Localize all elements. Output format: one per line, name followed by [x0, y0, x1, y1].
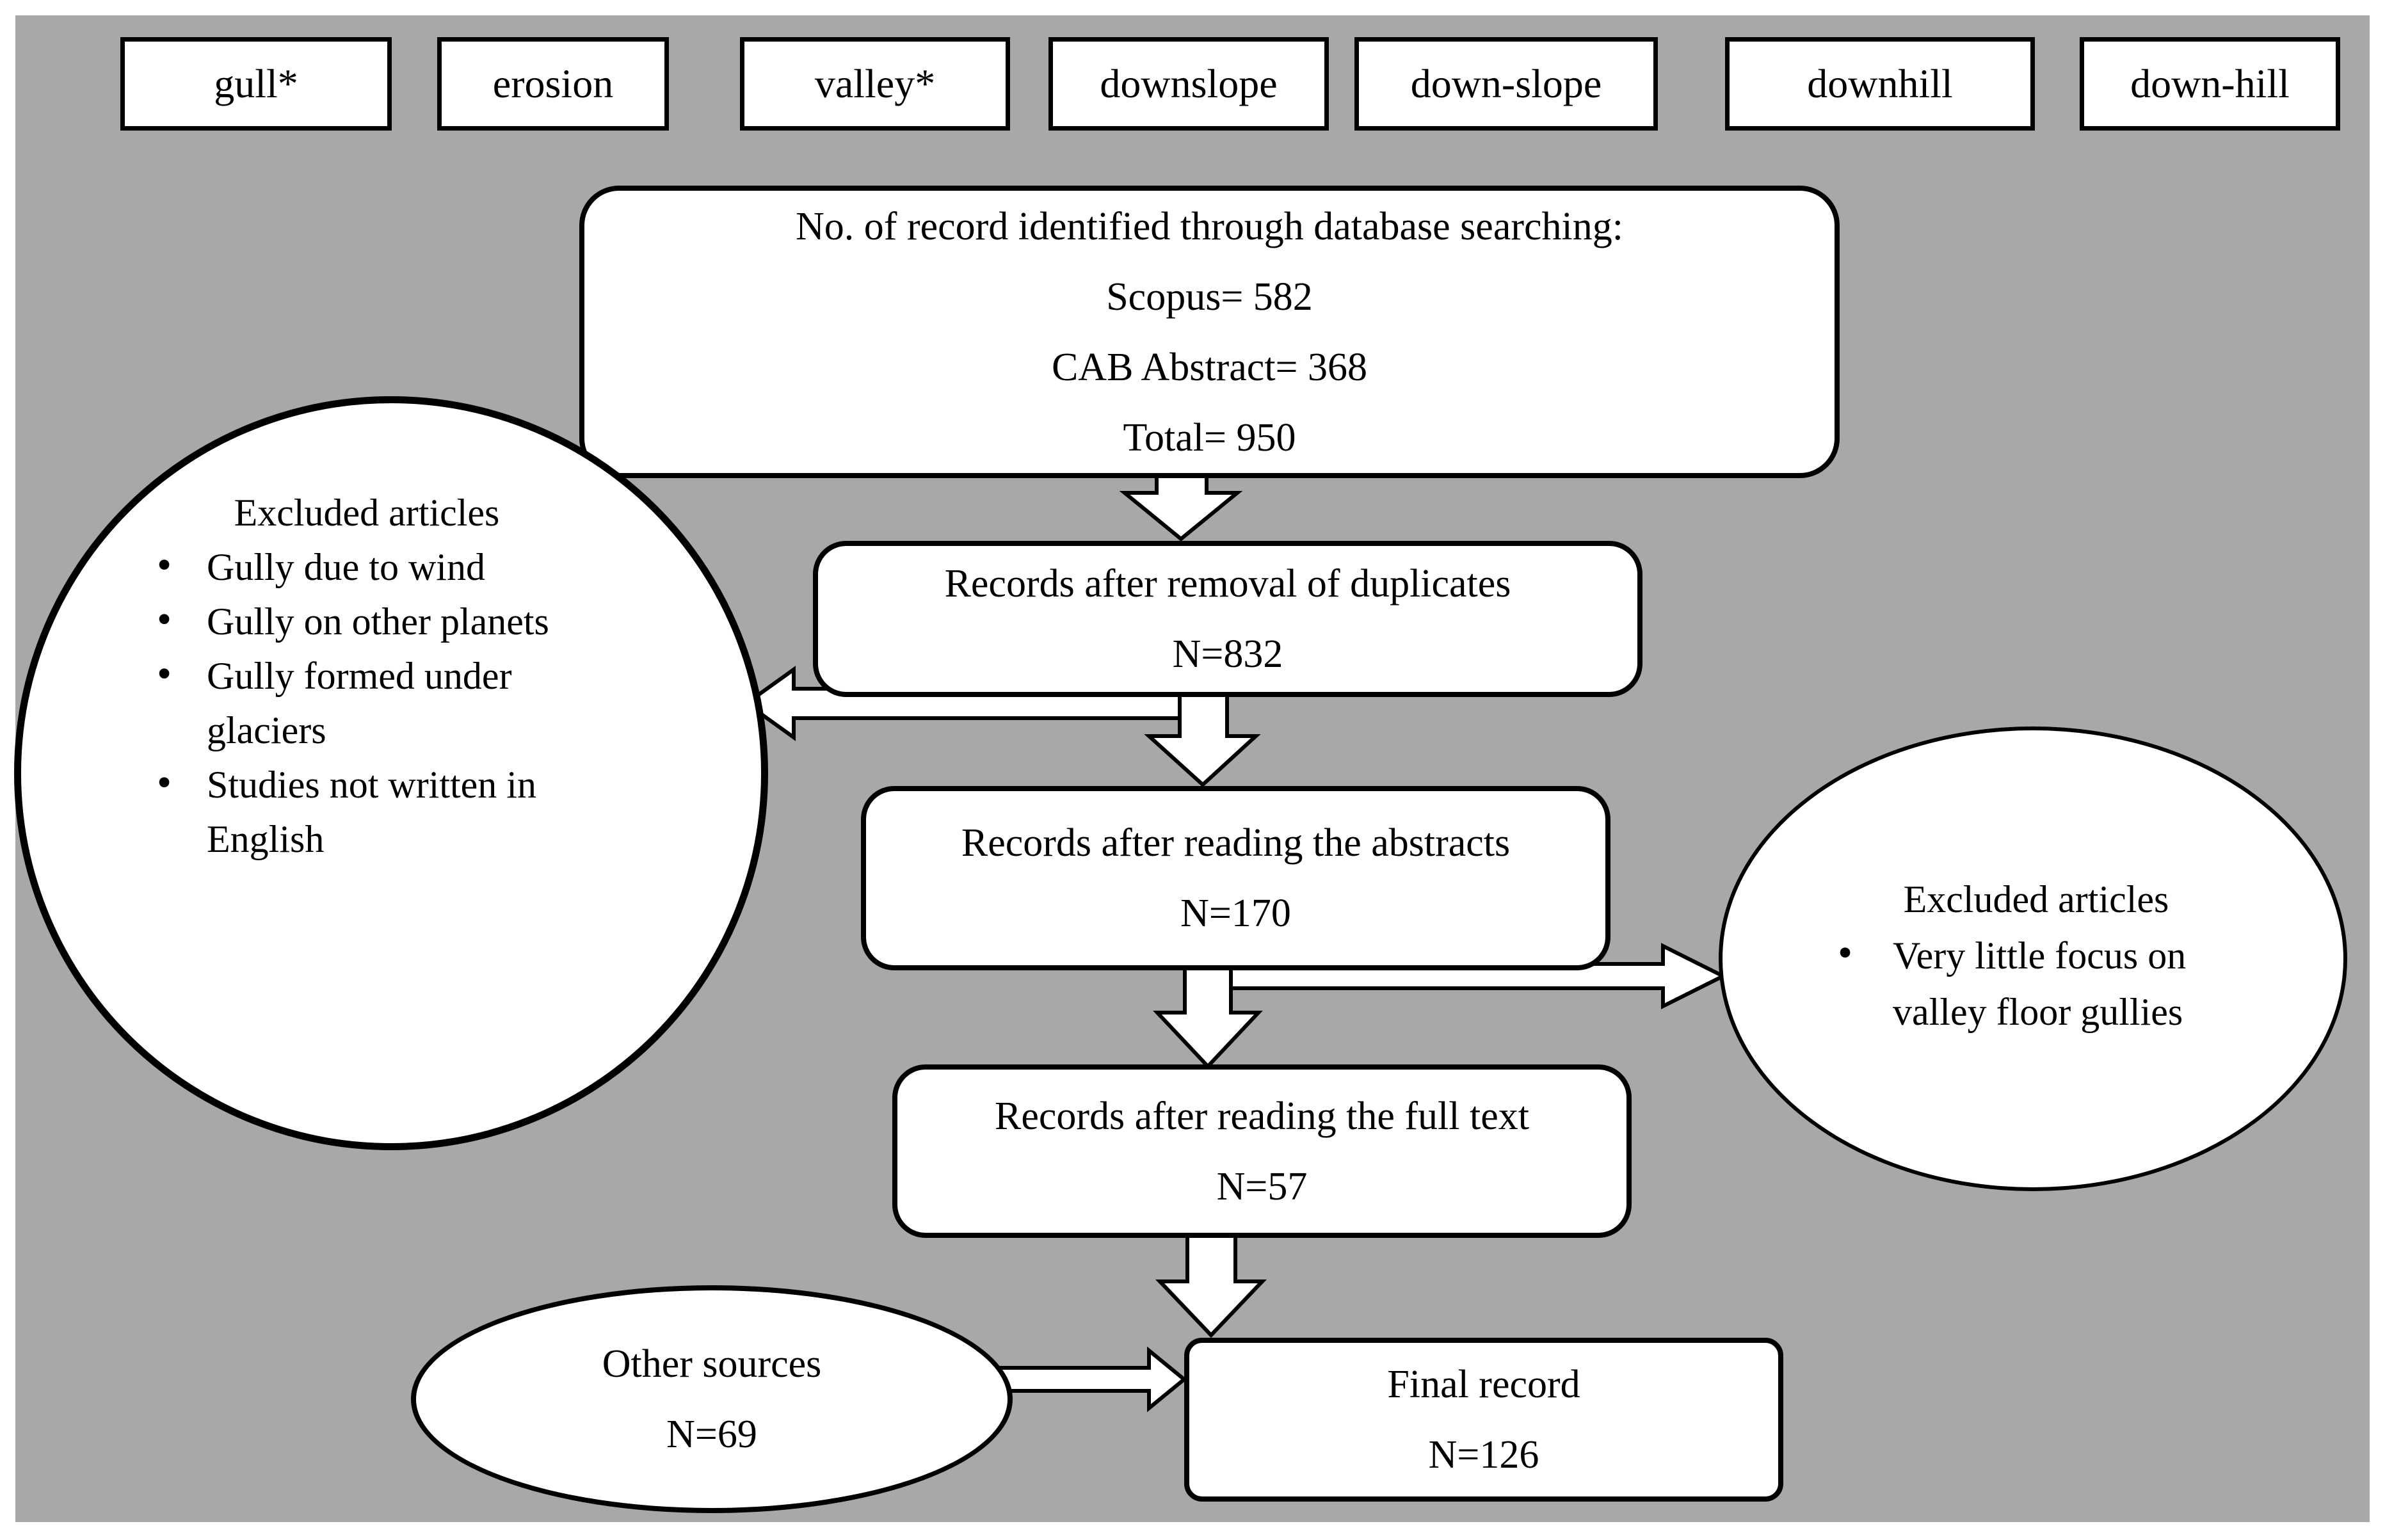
box-line: Records after reading the abstracts [961, 821, 1511, 865]
excluded-left-item: Gully due to wind [148, 538, 565, 595]
box-line: N=69 [666, 1413, 757, 1456]
excluded-left-item: Studies not written in English [148, 755, 565, 867]
excluded-left-item: Gully formed under glaciers [148, 646, 565, 758]
keyword-box-downslope: downslope [1048, 37, 1329, 131]
excluded-left-list: Gully due to wind Gully on other planets… [148, 538, 565, 867]
keyword-box-valley: valley* [740, 37, 1010, 131]
keyword-box-down-slope: down-slope [1354, 37, 1658, 131]
keyword-box-erosion: erosion [437, 37, 669, 131]
other-sources-ellipse: Other sources N=69 [411, 1285, 1013, 1513]
box-line: Other sources [602, 1342, 822, 1386]
box-records-after-abstracts: Records after reading the abstracts N=17… [861, 786, 1610, 970]
excluded-right-title: Excluded articles [1903, 878, 2169, 920]
box-line: No. of record identified through databas… [796, 204, 1623, 248]
box-line: Records after reading the full text [995, 1094, 1529, 1138]
box-line: Scopus= 582 [1106, 275, 1313, 319]
box-line: N=57 [1216, 1164, 1308, 1208]
keyword-box-gull: gull* [120, 37, 392, 131]
box-line: CAB Abstract= 368 [1051, 345, 1368, 389]
box-line: N=832 [1172, 632, 1283, 676]
excluded-left-item: Gully on other planets [148, 592, 565, 649]
excluded-right-list: Very little focus on valley floor gullie… [1819, 925, 2254, 1040]
excluded-articles-right-ellipse: Excluded articles Very little focus on v… [1719, 726, 2347, 1191]
box-line: Records after removal of duplicates [944, 562, 1511, 606]
box-line: N=170 [1180, 892, 1291, 935]
box-records-after-duplicates: Records after removal of duplicates N=83… [813, 541, 1642, 697]
box-records-after-fulltext: Records after reading the full text N=57 [892, 1064, 1632, 1238]
keyword-box-down-hill: down-hill [2080, 37, 2340, 131]
box-final-record: Final record N=126 [1184, 1338, 1783, 1502]
excluded-right-item: Very little focus on valley floor gullie… [1819, 925, 2264, 1040]
box-records-identified: No. of record identified through databas… [579, 186, 1840, 478]
excluded-articles-left-circle: Excluded articles Gully due to wind Gull… [14, 396, 768, 1150]
keyword-box-downhill: downhill [1725, 37, 2035, 131]
box-line: N=126 [1428, 1433, 1539, 1477]
excluded-left-title: Excluded articles [234, 492, 500, 534]
box-line: Total= 950 [1123, 415, 1296, 460]
box-line: Final record [1387, 1363, 1580, 1406]
